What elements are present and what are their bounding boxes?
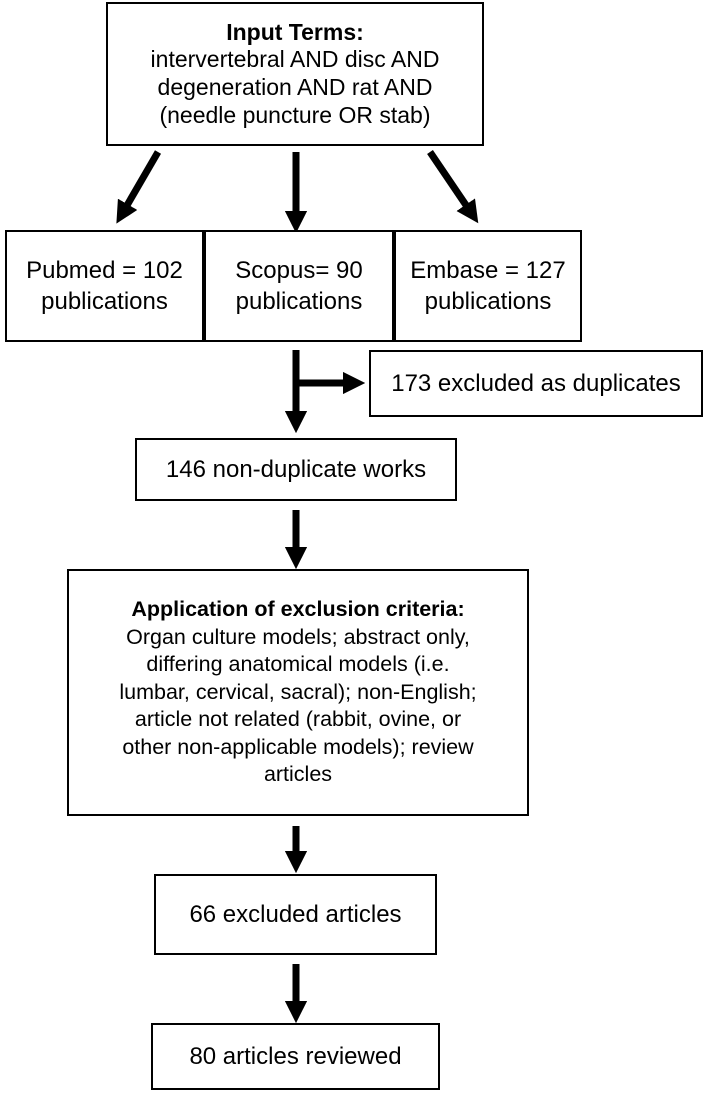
input-terms-line-3: (needle puncture OR stab): [159, 101, 431, 128]
embase-count: Embase = 127: [410, 256, 566, 284]
exclusion-criteria-line-2: differing anatomical models (i.e.: [146, 652, 450, 677]
embase-box: Embase = 127 publications: [394, 230, 582, 342]
scopus-box: Scopus= 90 publications: [204, 230, 394, 342]
reviewed-articles-box: 80 articles reviewed: [151, 1023, 440, 1090]
duplicates-text: 173 excluded as duplicates: [391, 369, 681, 397]
pubmed-box: Pubmed = 102 publications: [5, 230, 204, 342]
input-terms-line-2: degeneration AND rat AND: [157, 74, 433, 100]
exclusion-criteria-line-6: articles: [263, 762, 333, 787]
embase-unit: publications: [424, 288, 552, 315]
scopus-unit: publications: [235, 288, 363, 315]
exclusion-criteria-line-4: article not related (rabbit, ovine, or: [134, 707, 462, 732]
scopus-count: Scopus= 90: [235, 256, 363, 284]
input-terms-line-1: intervertebral AND disc AND: [150, 46, 440, 73]
exclusion-criteria-line-5: other non-applicable models); review: [122, 734, 474, 759]
exclusion-criteria-line-1: Organ culture models; abstract only,: [126, 624, 470, 649]
input-terms-box: Input Terms: intervertebral AND disc AND…: [106, 2, 484, 146]
excluded-articles-box: 66 excluded articles: [154, 874, 437, 955]
pubmed-count: Pubmed = 102: [26, 256, 183, 284]
arrow-input-to-embase: [427, 150, 479, 224]
pubmed-unit: publications: [41, 288, 168, 315]
exclusion-criteria-line-3: lumbar, cervical, sacral); non-English;: [119, 679, 477, 704]
exclusion-criteria-box: Application of exclusion criteria: Organ…: [67, 569, 529, 816]
reviewed-articles-text: 80 articles reviewed: [189, 1042, 402, 1070]
excluded-articles-text: 66 excluded articles: [189, 900, 402, 928]
input-terms-title: Input Terms:: [226, 18, 364, 45]
nonduplicate-text: 146 non-duplicate works: [165, 455, 427, 483]
arrow-input-to-pubmed: [116, 150, 162, 224]
exclusion-criteria-title: Application of exclusion criteria:: [131, 597, 465, 622]
nonduplicate-box: 146 non-duplicate works: [135, 438, 457, 501]
duplicates-box: 173 excluded as duplicates: [369, 350, 703, 417]
